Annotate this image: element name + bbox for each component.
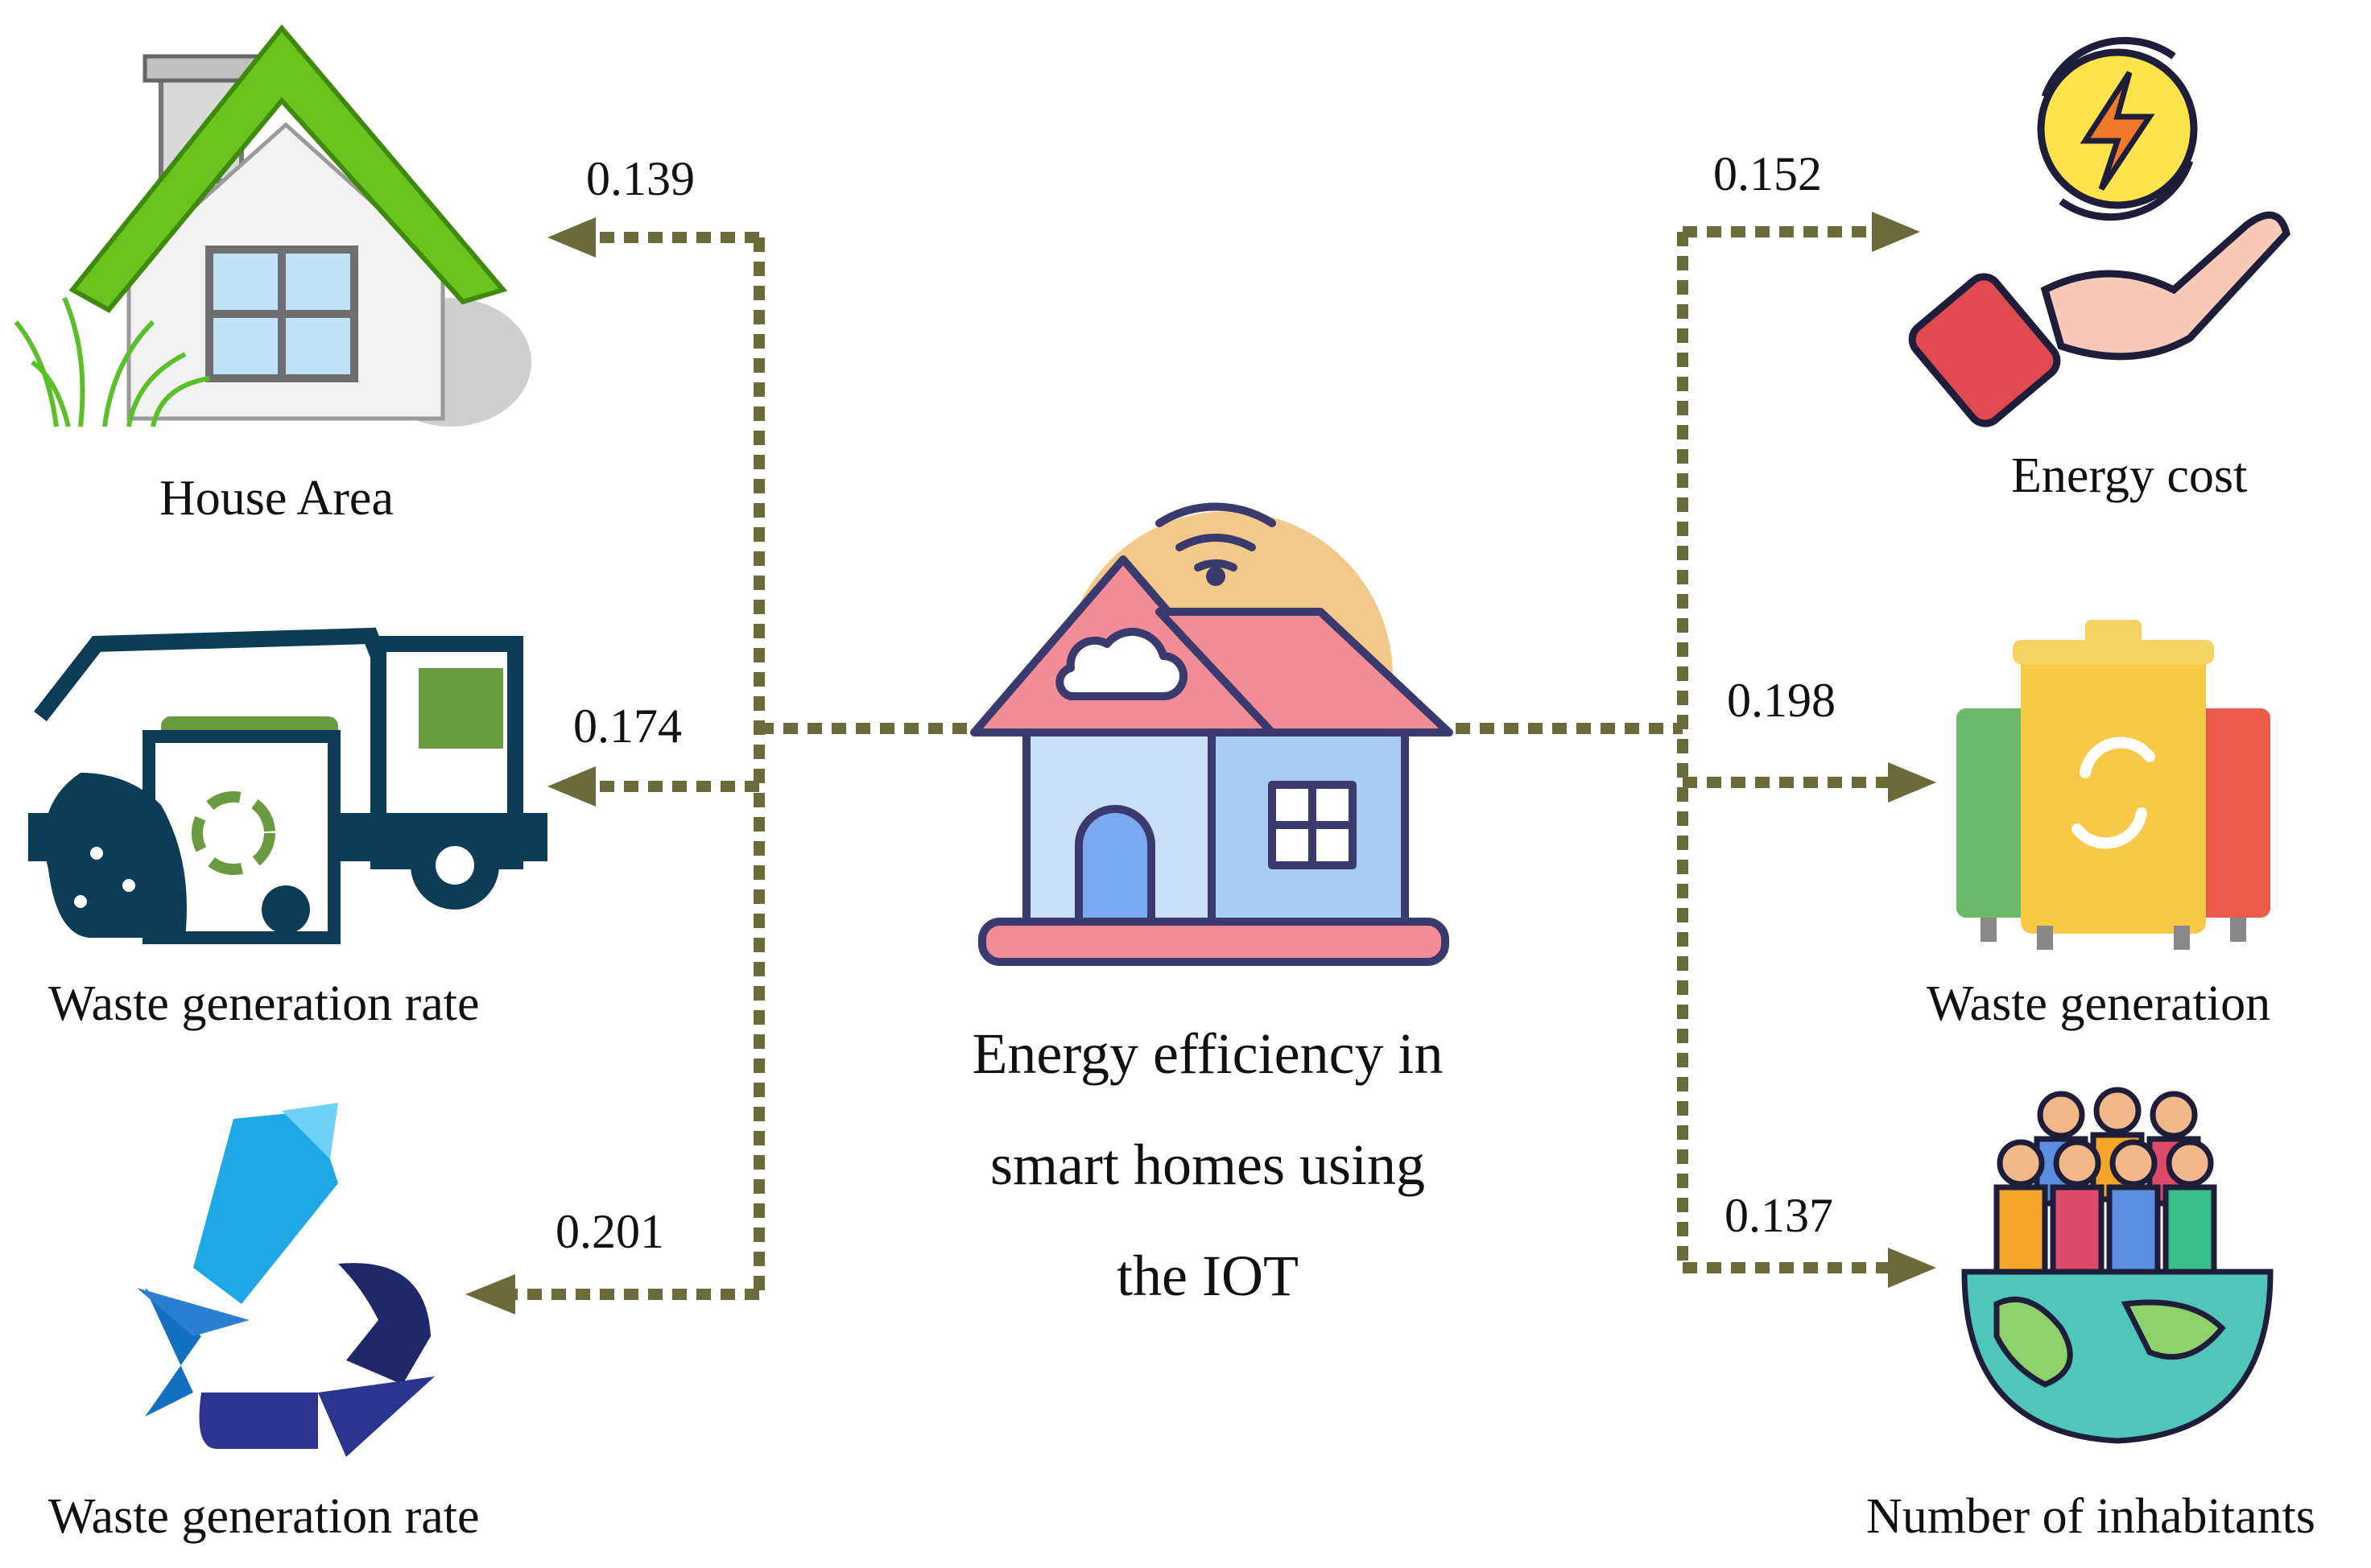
energy-cost-value: 0.152 bbox=[1713, 147, 1822, 200]
recycle-arrows-icon bbox=[137, 1103, 435, 1457]
center-title-line: smart homes using bbox=[990, 1133, 1425, 1197]
waste-generation-rate-label-2: Waste generation rate bbox=[48, 1489, 480, 1544]
waste-generation-rate-label-1: Waste generation rate bbox=[48, 976, 480, 1031]
center-title-line: Energy efficiency in bbox=[972, 1021, 1444, 1086]
center-title-line: the IOT bbox=[1117, 1244, 1299, 1308]
number-of-inhabitants-value: 0.137 bbox=[1725, 1189, 1833, 1242]
center-title: Energy efficiency in smart homes using t… bbox=[886, 998, 1530, 1331]
energy-cost-hand-icon bbox=[1908, 36, 2290, 427]
waste-generation-rate-value-2: 0.201 bbox=[556, 1205, 664, 1258]
recycle-bins-icon bbox=[1956, 620, 2270, 950]
connector-arrowheads bbox=[465, 212, 1936, 1314]
waste-generation-rate-value-1: 0.174 bbox=[573, 699, 682, 753]
energy-cost-label: Energy cost bbox=[2011, 448, 2248, 503]
connector-lines bbox=[515, 226, 1888, 1300]
house-icon bbox=[14, 24, 531, 427]
smart-house-icon bbox=[970, 502, 1453, 966]
waste-generation-label: Waste generation bbox=[1927, 976, 2271, 1031]
waste-generation-value: 0.198 bbox=[1727, 674, 1836, 727]
people-on-globe-icon bbox=[1961, 1087, 2274, 1444]
garbage-truck-icon bbox=[28, 627, 547, 944]
number-of-inhabitants-label: Number of inhabitants bbox=[1866, 1489, 2315, 1544]
house-area-label: House Area bbox=[159, 471, 394, 526]
house-area-value: 0.139 bbox=[586, 152, 695, 205]
